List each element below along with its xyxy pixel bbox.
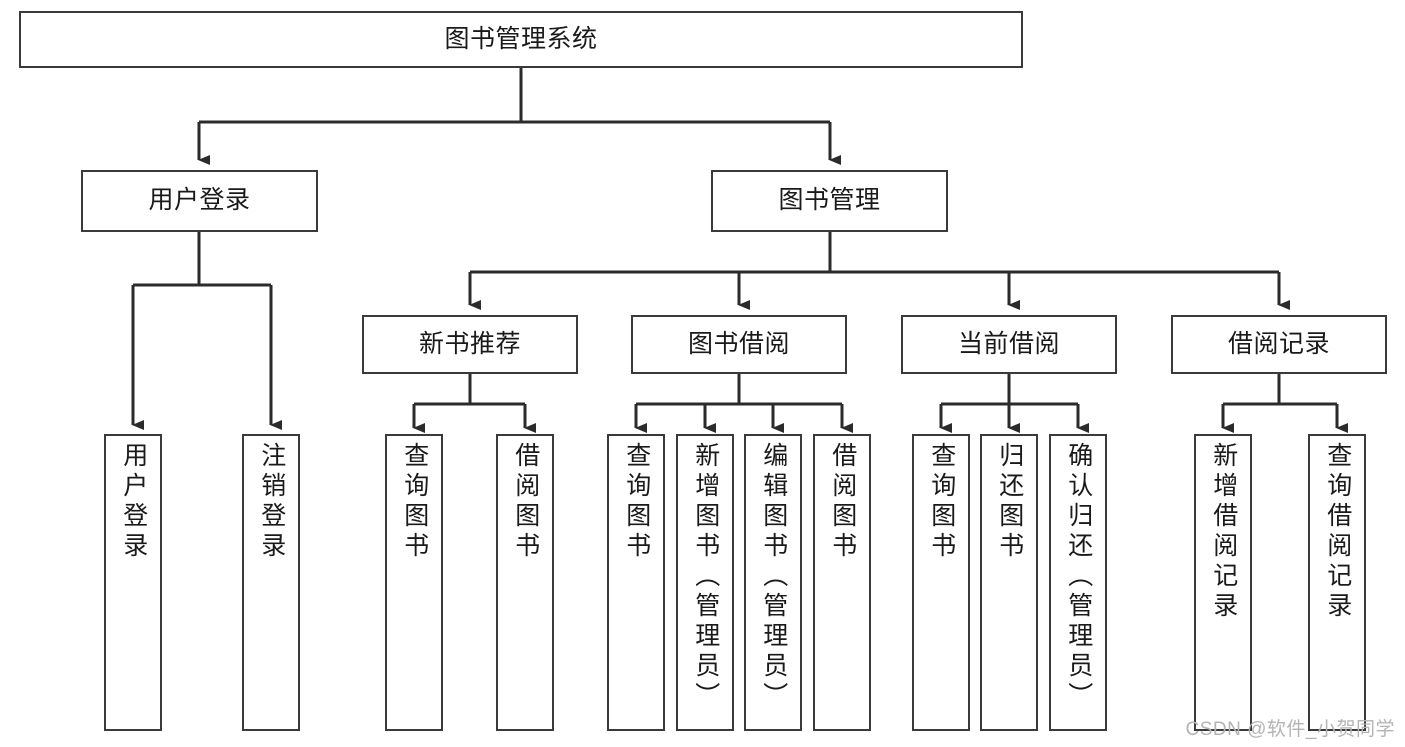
node-borrow-record[interactable]: 借阅记录 [1171,315,1387,374]
node-leaf-return-book[interactable]: 归还图书 [980,434,1038,731]
node-leaf-add-record-label: 新增借阅记录 [1209,442,1238,622]
node-book-borrow[interactable]: 图书借阅 [631,315,847,374]
node-leaf-confirm-return-label: 确认归还（管理员） [1064,442,1093,712]
node-leaf-borrow-book-1-label: 借阅图书 [511,442,540,562]
node-leaf-edit-book[interactable]: 编辑图书（管理员） [744,434,802,731]
node-root[interactable]: 图书管理系统 [19,11,1023,68]
node-leaf-query-record-label: 查询借阅记录 [1323,442,1352,622]
node-leaf-user-logout-label: 注销登录 [257,442,286,562]
watermark: CSDN @软件_小贺同学 [1185,719,1395,740]
node-leaf-query-book-2[interactable]: 查询图书 [607,434,665,731]
node-leaf-query-book-2-label: 查询图书 [622,442,651,562]
node-leaf-borrow-book-2-label: 借阅图书 [828,442,857,562]
node-leaf-query-book-3[interactable]: 查询图书 [912,434,970,731]
node-leaf-user-login[interactable]: 用户登录 [104,434,162,731]
node-book-manage-label: 图书管理 [778,186,881,215]
node-leaf-query-record[interactable]: 查询借阅记录 [1308,434,1366,731]
node-leaf-borrow-book-1[interactable]: 借阅图书 [496,434,554,731]
node-user-login[interactable]: 用户登录 [81,170,318,232]
node-user-login-label: 用户登录 [148,186,251,215]
node-new-book-rec-label: 新书推荐 [418,329,521,358]
node-leaf-borrow-book-2[interactable]: 借阅图书 [813,434,871,731]
node-leaf-add-book-label: 新增图书（管理员） [691,442,720,712]
node-leaf-confirm-return[interactable]: 确认归还（管理员） [1049,434,1107,731]
node-leaf-edit-book-label: 编辑图书（管理员） [759,442,788,712]
node-new-book-rec[interactable]: 新书推荐 [362,315,578,374]
node-leaf-query-book-1[interactable]: 查询图书 [385,434,443,731]
node-leaf-query-book-1-label: 查询图书 [400,442,429,562]
node-borrow-record-label: 借阅记录 [1227,329,1330,358]
node-current-borrow-label: 当前借阅 [957,329,1060,358]
node-leaf-add-book[interactable]: 新增图书（管理员） [676,434,734,731]
node-leaf-query-book-3-label: 查询图书 [927,442,956,562]
node-book-borrow-label: 图书借阅 [687,329,790,358]
node-book-manage[interactable]: 图书管理 [711,170,948,232]
node-leaf-add-record[interactable]: 新增借阅记录 [1194,434,1252,731]
node-leaf-user-logout[interactable]: 注销登录 [242,434,300,731]
node-current-borrow[interactable]: 当前借阅 [901,315,1117,374]
node-leaf-return-book-label: 归还图书 [995,442,1024,562]
node-leaf-user-login-label: 用户登录 [119,442,148,562]
node-root-label: 图书管理系统 [444,24,598,53]
